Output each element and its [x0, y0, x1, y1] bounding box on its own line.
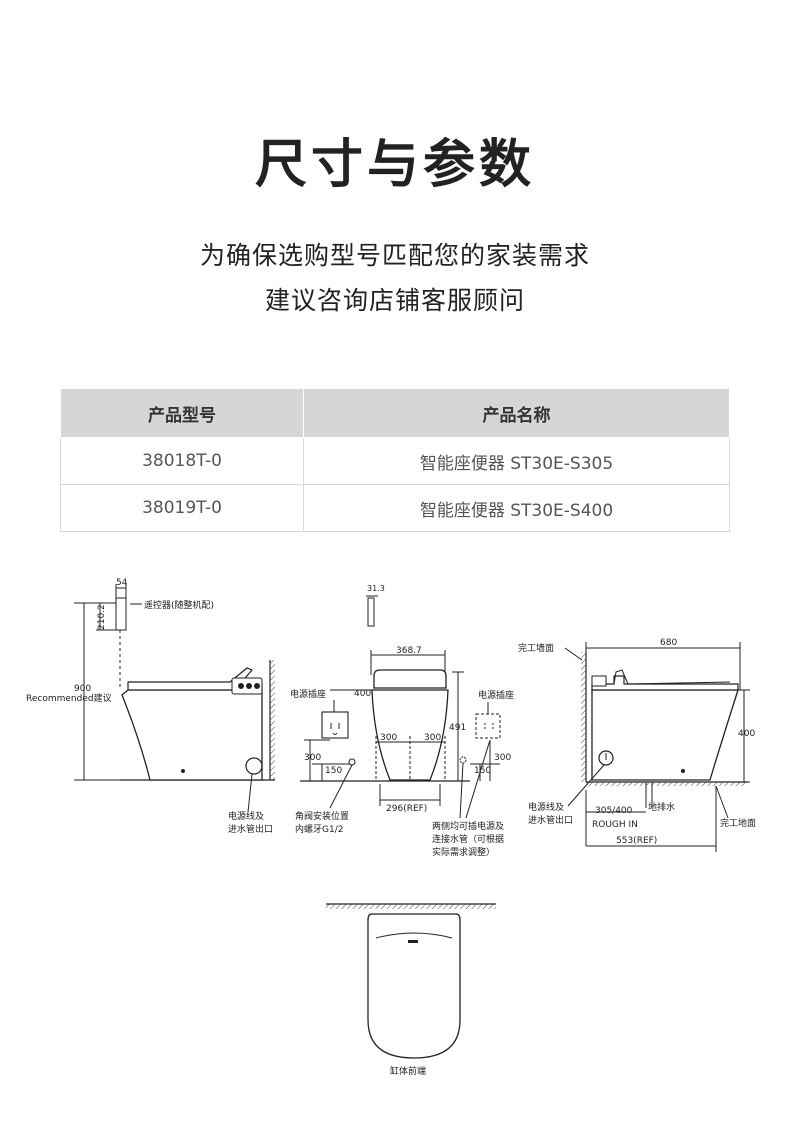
both-sides-label-1: 两侧均可插电源及 [432, 820, 504, 832]
cell-model: 38018T-0 [60, 437, 304, 485]
dim-31: 31.3 [367, 584, 385, 593]
rear-view [564, 642, 750, 852]
rear-view-labels: 完工墙面 680 400 电源线及 进水管出口 305/400 ROUGH IN… [518, 638, 756, 846]
both-sides-label-3: 实际需求调整） [432, 846, 495, 858]
side-view-labels: 54 210.2 遥控器(随整机配) 900 Recommended建议 电源线… [26, 578, 273, 835]
wall-label: 完工墙面 [518, 642, 554, 654]
rough-in-label: ROUGH IN [592, 820, 638, 830]
socket-left-label: 电源插座 [290, 688, 326, 700]
dim-296: 296(REF) [386, 804, 427, 814]
recommended-label: Recommended建议 [26, 692, 112, 704]
dim-305: 305/400 [595, 806, 633, 816]
both-sides-label-2: 连接水管（可根据 [432, 833, 504, 845]
floor-drain-label: 地排水 [648, 801, 675, 813]
outlet-label-1: 电源线及 [228, 810, 264, 822]
dim-210: 210.2 [97, 604, 107, 630]
cell-name: 智能座便器 ST30E-S400 [303, 484, 730, 532]
subtitle-line-1: 为确保选购型号匹配您的家装需求 [199, 241, 590, 270]
valve-label-2: 内螺牙G1/2 [295, 823, 343, 835]
top-view [326, 903, 496, 1059]
dim-300-left-h: 300 [380, 733, 397, 743]
outlet-label-2: 进水管出口 [228, 823, 273, 835]
dim-150-right: 150 [474, 766, 491, 776]
dim-width: 368.7 [396, 646, 422, 656]
dim-300-left-v: 300 [304, 753, 321, 763]
front-view [300, 595, 501, 819]
spec-table: 产品型号 产品名称 38018T-0 智能座便器 ST30E-S305 3801… [60, 388, 730, 532]
floor-label: 完工地面 [720, 817, 756, 829]
cell-name: 智能座便器 ST30E-S305 [303, 437, 730, 485]
dim-400: 400 [354, 689, 371, 699]
remote-label: 遥控器(随整机配) [144, 599, 214, 611]
dim-300-right-v: 300 [494, 753, 511, 763]
page-title: 尺寸与参数 [254, 135, 535, 195]
cell-model: 38019T-0 [60, 484, 304, 532]
dim-54: 54 [116, 578, 128, 588]
dim-491: 491 [449, 723, 466, 733]
outlet-label-1: 电源线及 [528, 801, 564, 813]
dim-900: 900 [74, 684, 91, 694]
side-view [74, 584, 275, 813]
top-view-label: 缸体前端 [390, 1065, 426, 1077]
dim-150-left: 150 [325, 766, 342, 776]
dim-680: 680 [660, 638, 677, 648]
socket-right-label: 电源插座 [478, 689, 514, 701]
outlet-label-2: 进水管出口 [528, 814, 573, 826]
subtitle-line-2: 建议咨询店铺客服顾问 [264, 286, 525, 315]
front-view-labels: 31.3 368.7 400 491 电源插座 电源插座 300 300 300… [290, 584, 514, 858]
dim-553: 553(REF) [616, 836, 657, 846]
table-row: 38019T-0 智能座便器 ST30E-S400 [60, 484, 730, 532]
dim-400: 400 [738, 729, 755, 739]
table-header-row: 产品型号 产品名称 [60, 388, 730, 438]
dim-300-right-h: 300 [424, 733, 441, 743]
valve-label-1: 角阀安装位置 [295, 810, 349, 822]
table-row: 38018T-0 智能座便器 ST30E-S305 [60, 437, 730, 485]
